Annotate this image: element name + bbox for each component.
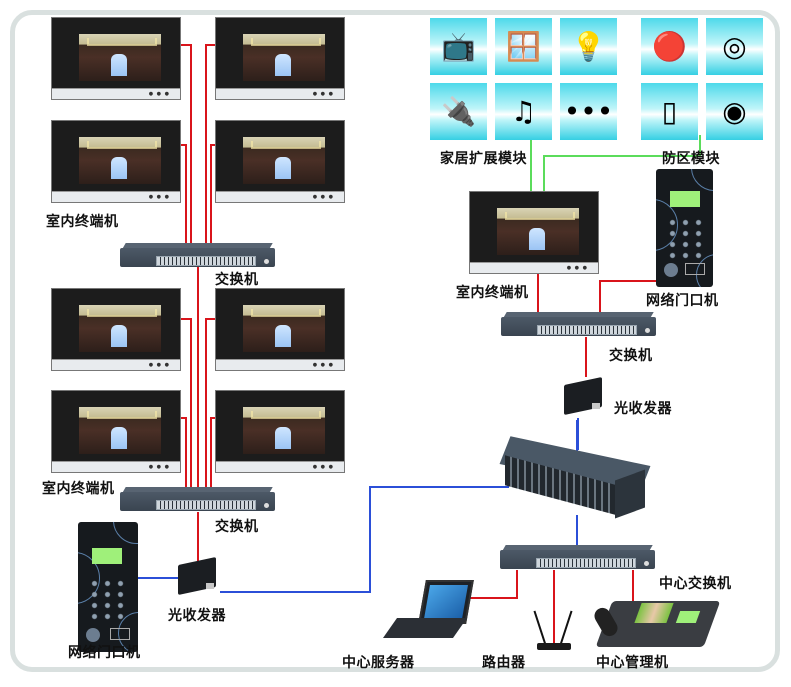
router-icon xyxy=(533,610,575,655)
ceiling-sensor-icon: ◉ xyxy=(706,83,763,140)
indoor-terminal: ● ● ● xyxy=(51,288,181,371)
cable xyxy=(537,273,539,313)
diagram-frame xyxy=(10,10,780,672)
label-switch-right: 交换机 xyxy=(609,348,653,364)
label-router: 路由器 xyxy=(482,655,526,671)
bus-cable xyxy=(699,135,701,157)
cable xyxy=(468,597,518,599)
indoor-terminal: ● ● ● xyxy=(215,390,345,473)
label-converter-left: 光收发器 xyxy=(168,608,226,624)
indoor-terminal: ● ● ● xyxy=(51,17,181,100)
cable xyxy=(553,570,555,645)
cable xyxy=(185,144,187,244)
cable xyxy=(210,144,212,244)
network-switch xyxy=(501,312,656,336)
cable xyxy=(197,267,199,487)
cable xyxy=(210,144,215,146)
bus-cable xyxy=(530,135,532,193)
remote-control-icon: 📺 xyxy=(430,18,487,75)
cable xyxy=(205,318,215,320)
cable xyxy=(210,417,215,419)
media-converter xyxy=(564,375,606,416)
label-converter-right: 光收发器 xyxy=(614,401,672,417)
server-laptop-icon xyxy=(382,580,474,650)
cable xyxy=(585,337,587,377)
cable xyxy=(205,44,207,244)
door-sensor-icon: ▯ xyxy=(641,83,698,140)
network-switch xyxy=(120,487,275,511)
cable xyxy=(181,44,191,46)
cable xyxy=(599,280,601,313)
cable xyxy=(181,318,191,320)
label-center-server: 中心服务器 xyxy=(342,655,415,671)
more-icon: ••• xyxy=(560,83,617,140)
music-note-icon: ♫ xyxy=(495,83,552,140)
fiber-cable xyxy=(576,515,578,545)
fiber-cable xyxy=(369,486,509,488)
cable xyxy=(190,44,192,244)
cable xyxy=(181,417,186,419)
label-home-expansion-module: 家居扩展模块 xyxy=(440,151,527,167)
cable xyxy=(205,318,207,488)
label-switch-bottom: 交换机 xyxy=(215,519,259,535)
cable xyxy=(205,44,215,46)
fiber-cable xyxy=(135,577,180,579)
label-switch-top: 交换机 xyxy=(215,272,259,288)
center-network-switch xyxy=(500,545,655,569)
emergency-button-icon: 🔴 xyxy=(641,18,698,75)
light-bulb-icon: 💡 xyxy=(560,18,617,75)
center-management-phone-icon xyxy=(591,597,721,652)
fiber-cable xyxy=(577,418,579,450)
cable xyxy=(632,570,634,605)
label-door-station-right: 网络门口机 xyxy=(646,293,719,309)
label-indoor-terminal-top: 室内终端机 xyxy=(46,214,119,230)
bus-cable xyxy=(543,155,700,157)
label-indoor-terminal-right: 室内终端机 xyxy=(456,285,529,301)
label-center-manager: 中心管理机 xyxy=(596,655,669,671)
indoor-terminal: ● ● ● xyxy=(215,288,345,371)
label-security-zone-module: 防区模块 xyxy=(662,151,720,167)
network-door-station xyxy=(78,522,138,652)
label-door-station-left: 网络门口机 xyxy=(68,645,141,661)
indoor-terminal: ● ● ● xyxy=(469,191,599,274)
cable xyxy=(185,417,187,487)
fiber-cable xyxy=(220,591,370,593)
label-center-switch: 中心交换机 xyxy=(659,576,732,592)
indoor-terminal: ● ● ● xyxy=(215,17,345,100)
cable xyxy=(210,417,212,487)
network-door-station xyxy=(656,169,713,287)
label-indoor-terminal-bottom: 室内终端机 xyxy=(42,481,115,497)
indoor-terminal: ● ● ● xyxy=(51,120,181,203)
bus-cable xyxy=(543,155,545,193)
cable xyxy=(181,144,186,146)
media-converter xyxy=(178,555,220,596)
indoor-terminal: ● ● ● xyxy=(51,390,181,473)
indoor-terminal: ● ● ● xyxy=(215,120,345,203)
curtain-icon: 🪟 xyxy=(495,18,552,75)
fiber-cable xyxy=(576,420,578,460)
power-socket-icon: 🔌 xyxy=(430,83,487,140)
cable xyxy=(516,570,518,598)
fiber-converter-chassis xyxy=(499,436,651,520)
fiber-cable xyxy=(369,486,371,593)
cable xyxy=(197,512,199,567)
smoke-detector-icon: ◎ xyxy=(706,18,763,75)
cable xyxy=(599,280,656,282)
cable xyxy=(190,318,192,488)
network-switch xyxy=(120,243,275,267)
